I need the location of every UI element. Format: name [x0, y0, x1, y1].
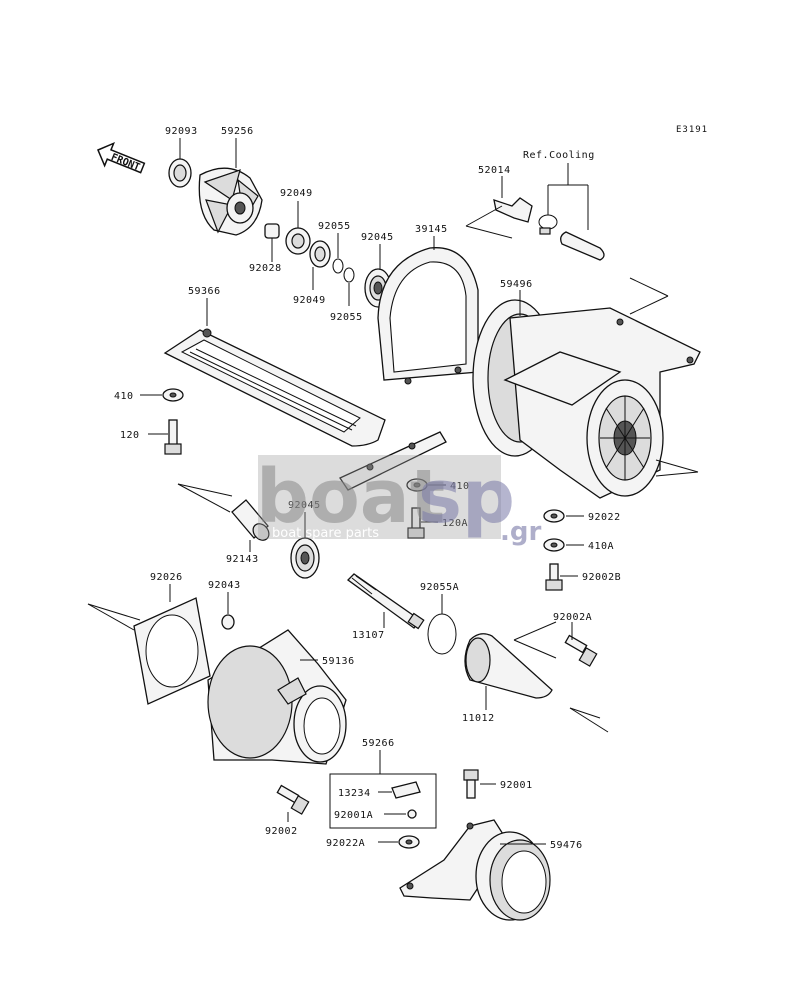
part-120A-bolt[interactable] [407, 507, 425, 539]
callout-92045-b: 92045 [288, 500, 321, 511]
part-120-bolt[interactable] [164, 419, 182, 455]
callout-92093: 92093 [165, 126, 198, 137]
part-92001-bolt[interactable] [463, 769, 479, 799]
callout-410-b: 410 [450, 481, 470, 492]
callout-92022A: 92022A [326, 838, 365, 849]
part-59366-ride-plate[interactable] [163, 328, 386, 447]
part-39145-guide[interactable] [377, 247, 479, 385]
callout-120: 120 [120, 430, 140, 441]
front-arrow-icon: FRONT [97, 141, 146, 174]
part-52014-elbow-fitting[interactable] [493, 197, 533, 223]
part-59496-pump-case[interactable] [472, 299, 701, 499]
part-92093-cap[interactable] [168, 158, 192, 188]
callout-92022: 92022 [588, 512, 621, 523]
part-13107-shaft[interactable] [347, 573, 425, 630]
callout-52014: 52014 [478, 165, 511, 176]
part-92022A-washer[interactable] [398, 835, 420, 849]
callout-410: 410 [114, 391, 134, 402]
part-92001A-screw[interactable] [407, 809, 417, 819]
part-410-washer[interactable] [162, 388, 184, 402]
part-13234-pin[interactable] [391, 781, 421, 799]
part-mount-bracket [339, 431, 447, 491]
part-92028-bushing[interactable] [264, 223, 280, 239]
diagram-code: E3191 [676, 125, 708, 135]
part-11012-cone[interactable] [464, 633, 553, 699]
part-59256-impeller[interactable] [198, 167, 263, 236]
watermark-tagline: boat spare parts [272, 526, 379, 541]
part-92002A-bolt[interactable] [564, 634, 598, 667]
callout-92055-b: 92055 [330, 312, 363, 323]
callout-92055-a: 92055 [318, 221, 351, 232]
callout-92045-a: 92045 [361, 232, 394, 243]
part-cooling-clamp [538, 214, 558, 235]
callout-11012: 11012 [462, 713, 495, 724]
part-92049-washer-b[interactable] [309, 240, 331, 268]
watermark-tld: .gr [500, 517, 541, 547]
callout-92001A: 92001A [334, 810, 373, 821]
callout-92002A: 92002A [553, 612, 592, 623]
part-410A-washer[interactable] [543, 538, 565, 552]
callout-13234: 13234 [338, 788, 371, 799]
callout-410A: 410A [588, 541, 614, 552]
callout-59366: 59366 [188, 286, 221, 297]
callout-92002: 92002 [265, 826, 298, 837]
callout-92049-a: 92049 [280, 188, 313, 199]
part-92026-gasket[interactable] [133, 597, 211, 705]
part-92002-bolt[interactable] [276, 784, 310, 815]
callout-39145: 39145 [415, 224, 448, 235]
callout-59136: 59136 [322, 656, 355, 667]
callout-92043: 92043 [208, 580, 241, 591]
callout-92002B: 92002B [582, 572, 621, 583]
part-92022-washer[interactable] [543, 509, 565, 523]
ref-cooling-label: Ref.Cooling [523, 150, 595, 161]
part-92043-nut[interactable] [221, 614, 235, 630]
part-92055-oring-b[interactable] [343, 267, 355, 283]
part-cooling-hose [560, 231, 605, 261]
callout-92001: 92001 [500, 780, 533, 791]
part-59476-steering-nozzle[interactable] [399, 819, 551, 921]
callout-120A: 120A [442, 518, 468, 529]
watermark-brand-b: sp [418, 454, 515, 540]
callout-92143: 92143 [226, 554, 259, 565]
callout-92028: 92028 [249, 263, 282, 274]
callout-59256: 59256 [221, 126, 254, 137]
part-92045-bearing-b[interactable] [290, 537, 320, 579]
callout-13107: 13107 [352, 630, 385, 641]
part-92049-washer-a[interactable] [285, 227, 311, 255]
callout-59266: 59266 [362, 738, 395, 749]
callout-92055A: 92055A [420, 582, 459, 593]
callout-92026: 92026 [150, 572, 183, 583]
part-92002B-bolt[interactable] [545, 563, 563, 591]
part-92143-sleeve[interactable] [231, 499, 272, 543]
callout-59496: 59496 [500, 279, 533, 290]
part-92055-oring-a[interactable] [332, 258, 344, 274]
watermark-brand-a: boat [256, 454, 445, 540]
part-410-washer-b[interactable] [406, 478, 428, 492]
callout-92049-b: 92049 [293, 295, 326, 306]
part-92055A-oring[interactable] [427, 613, 457, 655]
kit-59266-box [329, 773, 437, 829]
watermark-logo: boat sp .gr boat spare parts [256, 454, 541, 547]
part-59136-nozzle-body[interactable] [207, 629, 347, 765]
callout-59476: 59476 [550, 840, 583, 851]
